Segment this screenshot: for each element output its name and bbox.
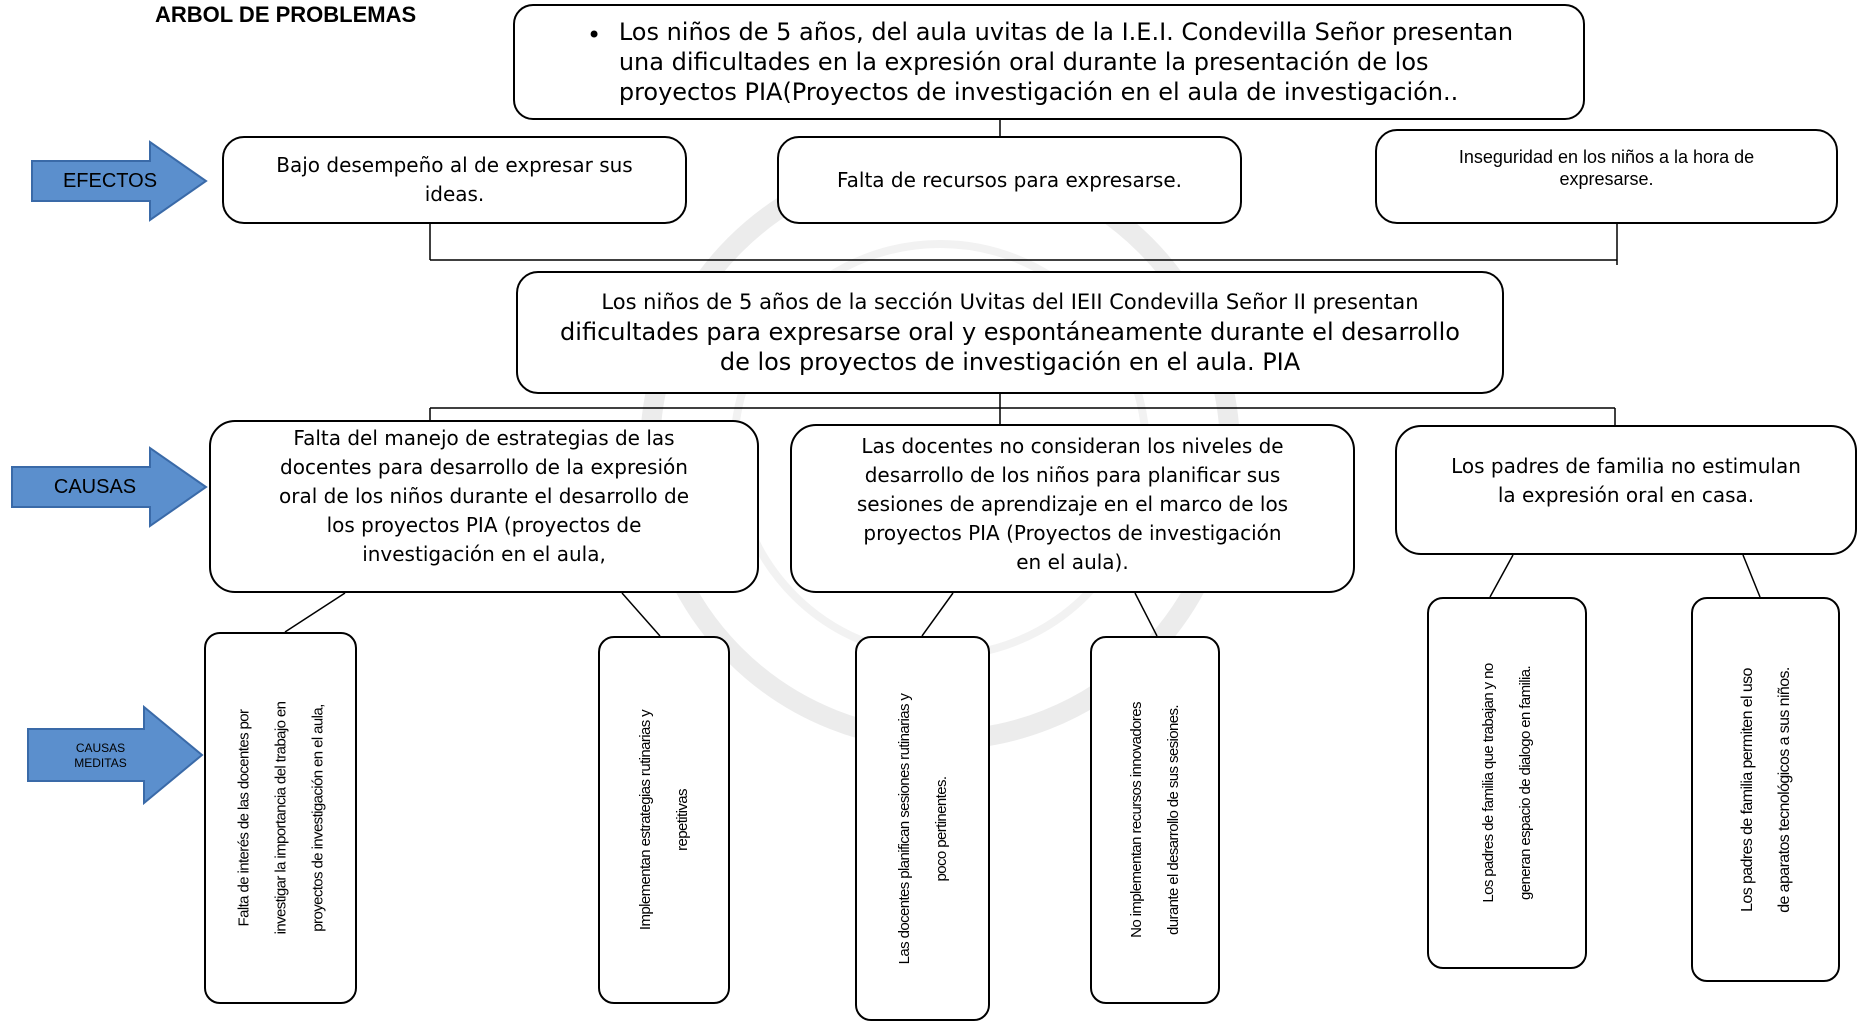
- central-problem-box: Los niños de 5 años de la sección Uvitas…: [516, 271, 1504, 394]
- root-cause-line: Los padres de familia permiten el uso: [1738, 667, 1756, 912]
- cause-text: investigación en el aula,: [362, 542, 606, 566]
- root-cause-line: Las docentes planifican sesiones rutinar…: [895, 693, 913, 964]
- root-cause-box-6: Los padres de familia permiten el uso de…: [1691, 597, 1840, 982]
- root-cause-text: Los padres de familia permiten el uso de…: [1729, 615, 1803, 965]
- root-cause-line: Los padres de familia que trabajan y no: [1480, 663, 1497, 903]
- causas-meditas-label-line: CAUSAS: [75, 741, 126, 755]
- root-cause-box-1: Falta de interés de las docentes por inv…: [204, 632, 357, 1004]
- cause2-right-branch: [1134, 592, 1158, 637]
- root-cause-line: investigar la importancia del trabajo en: [272, 701, 289, 935]
- cause3-left-branch: [1489, 554, 1514, 598]
- causas-meditas-arrow-icon: [27, 705, 204, 805]
- root-cause-line: proyectos de investigación en el aula,: [309, 704, 326, 932]
- root-cause-box-5: Los padres de familia que trabajan y no …: [1427, 597, 1587, 969]
- root-cause-box-4: No implementan recursos innovadores dura…: [1090, 636, 1220, 1004]
- central-problem-line: Los niños de 5 años de la sección Uvitas…: [601, 290, 1419, 314]
- cause-text: en el aula).: [1016, 550, 1129, 574]
- central-problem-line: de los proyectos de investigación en el …: [719, 348, 1301, 376]
- cause-text: los proyectos PIA (proyectos de: [326, 513, 642, 537]
- root-cause-text: Las docentes planifican sesiones rutinar…: [886, 649, 960, 1009]
- effect-text: expresarse.: [1559, 168, 1654, 189]
- cause3-right-branch: [1742, 554, 1761, 598]
- cause-box-1: Falta del manejo de estrategias de las d…: [209, 420, 759, 593]
- root-cause-line: generan espacio de dialogo en familia.: [1517, 665, 1534, 901]
- root-cause-box-3: Las docentes planifican sesiones rutinar…: [855, 636, 990, 1021]
- root-cause-line: poco pertinentes.: [932, 776, 950, 881]
- effect-box-1: Bajo desempeño al de expresar sus ideas.: [222, 136, 687, 224]
- causas-meditas-label: CAUSAS MEDITAS: [28, 737, 173, 775]
- effect-text: ideas.: [424, 182, 485, 206]
- root-cause-text: Falta de interés de las docentes por inv…: [225, 648, 336, 988]
- cause-text: proyectos PIA (Proyectos de investigació…: [863, 521, 1282, 545]
- cause-text: la expresión oral en casa.: [1497, 483, 1755, 507]
- main-problem-text: Los niños de 5 años, del aula uvitas de …: [619, 17, 1513, 107]
- cause-text: Las docentes no consideran los niveles d…: [861, 434, 1284, 458]
- effect-text: Inseguridad en los niños a la hora de: [1458, 146, 1755, 167]
- cause-text: Falta del manejo de estrategias de las: [293, 426, 675, 450]
- effect-text: Bajo desempeño al de expresar sus: [276, 153, 633, 177]
- effect-text: Falta de recursos para expresarse.: [836, 167, 1183, 192]
- root-cause-box-2: Implementan estrategias rutinarias y rep…: [598, 636, 730, 1004]
- main-problem-line: Los niños de 5 años, del aula uvitas de …: [618, 18, 1514, 46]
- cause-box-2: Las docentes no consideran los niveles d…: [790, 424, 1355, 593]
- effect-box-3: Inseguridad en los niños a la hora de ex…: [1375, 129, 1838, 224]
- main-problem-box: • Los niños de 5 años, del aula uvitas d…: [513, 4, 1585, 120]
- main-problem-line: proyectos PIA(Proyectos de investigación…: [618, 78, 1459, 106]
- cause2-left-branch: [921, 592, 954, 637]
- causas-label: CAUSAS: [53, 475, 137, 498]
- bullet-icon: •: [587, 21, 602, 49]
- root-cause-text: No implementan recursos innovadores dura…: [1118, 650, 1192, 990]
- cause-text: Los padres de familia no estimulan: [1451, 454, 1801, 478]
- root-cause-text: Implementan estrategias rutinarias y rep…: [627, 650, 701, 990]
- cause-text: desarrollo de los niños para planificar …: [864, 463, 1281, 487]
- cause-box-3: Los padres de familia no estimulan la ex…: [1395, 425, 1857, 555]
- efectos-label: EFECTOS: [62, 169, 158, 192]
- effect-box-2: Falta de recursos para expresarse.: [777, 136, 1242, 224]
- page-title: ARBOL DE PROBLEMAS: [155, 2, 417, 27]
- cause1-left-branch: [284, 592, 346, 633]
- central-problem-line: dificultades para expresarse oral y espo…: [560, 318, 1460, 346]
- efectos-arrow-icon: [31, 140, 208, 222]
- root-cause-line: repetitivas: [674, 789, 691, 851]
- causas-meditas-label-line: MEDITAS: [74, 756, 127, 770]
- cause-text: sesiones de aprendizaje en el marco de l…: [856, 492, 1289, 516]
- root-cause-line: Implementan estrategias rutinarias y: [637, 709, 654, 931]
- root-cause-text: Los padres de familia que trabajan y no …: [1470, 613, 1544, 953]
- cause-text: docentes para desarrollo de la expresión: [280, 455, 688, 479]
- cause-text: oral de los niños durante el desarrollo …: [279, 484, 689, 508]
- main-problem-line: una dificultades en la expresión oral du…: [618, 48, 1429, 76]
- root-cause-line: No implementan recursos innovadores: [1128, 702, 1145, 938]
- root-cause-line: de aparatos tecnológicos a sus niños.: [1775, 666, 1793, 913]
- causas-arrow-icon: [11, 446, 208, 528]
- cause1-right-branch: [621, 592, 661, 637]
- root-cause-line: durante el desarrollo de sus sesiones.: [1165, 705, 1182, 935]
- root-cause-line: Falta de interés de las docentes por: [235, 709, 252, 927]
